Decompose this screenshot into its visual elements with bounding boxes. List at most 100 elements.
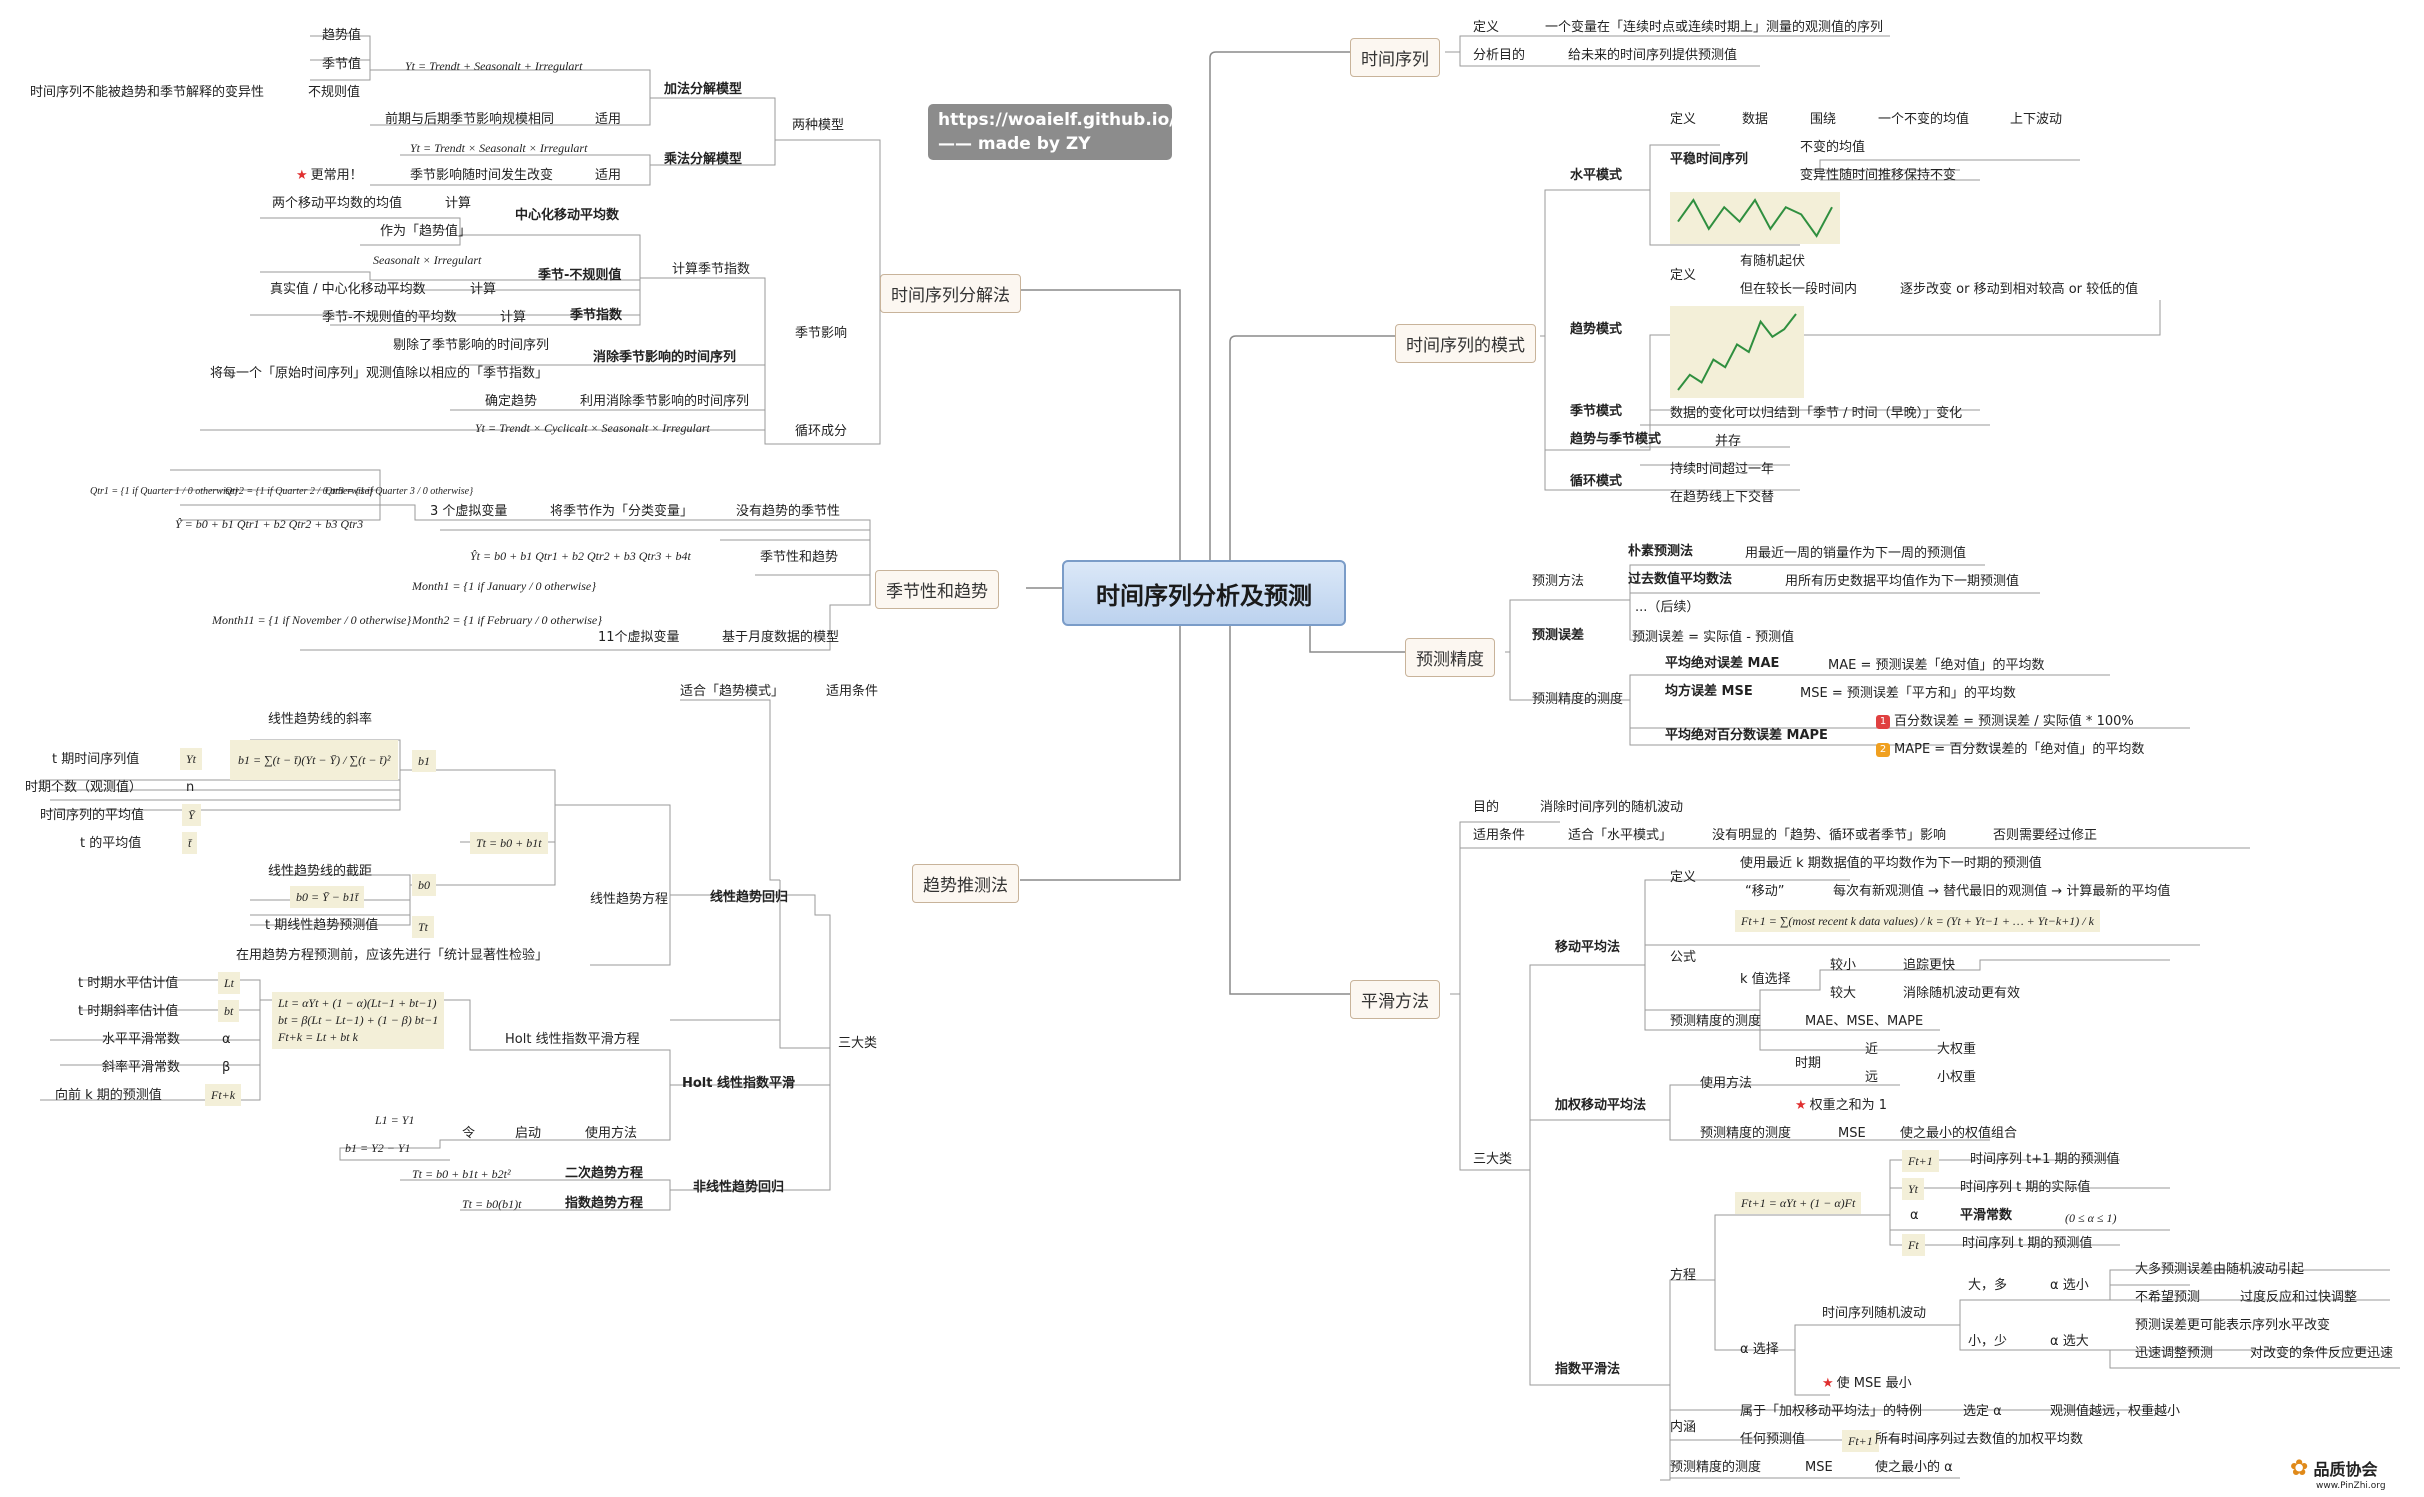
exponential-trend[interactable]: 指数趋势方程 <box>565 1196 644 1211</box>
tp-t3: 逐步改变 or 移动到相对较高 or 较低的值 <box>1900 282 2139 297</box>
stationary-series[interactable]: 平稳时间序列 <box>1670 152 1749 167</box>
topic-trend-projection[interactable]: 趋势推测法 <box>912 864 1019 903</box>
des2: 将每一个「原始时间序列」观测值除以相应的「季节指数」 <box>210 366 549 381</box>
topic-season-trend[interactable]: 季节性和趋势 <box>875 570 999 609</box>
smooth-cond-label: 适用条件 <box>1473 828 1526 843</box>
es-conn1: 属于「加权移动平均法」的特例 <box>1740 1404 1923 1419</box>
es-conn-label: 内涵 <box>1670 1420 1697 1435</box>
intercept-label: 线性趋势线的截距 <box>268 864 373 879</box>
season-irregular[interactable]: 季节-不规则值 <box>538 268 622 283</box>
tp-t2: 但在较长一段时间内 <box>1740 282 1858 297</box>
tbar-symbol: t̄ <box>182 832 198 854</box>
holt-eq-3: Ft+k = Lt + bt k <box>278 1030 358 1044</box>
des3: 利用消除季节影响的时间序列 <box>580 394 750 409</box>
topic-smoothing[interactable]: 平滑方法 <box>1350 980 1440 1019</box>
ma-small: 较小 <box>1830 958 1857 973</box>
smooth-cond3: 否则需要经过修正 <box>1993 828 2098 843</box>
exponential-smoothing[interactable]: 指数平滑法 <box>1555 1362 1621 1377</box>
es-a: α <box>1910 1208 1919 1223</box>
moving-average[interactable]: 移动平均法 <box>1555 940 1621 955</box>
ma-d2: 每次有新观测值 → 替代最旧的观测值 → 计算最新的平均值 <box>1833 884 2171 899</box>
topic-decomposition[interactable]: 时间序列分解法 <box>880 274 1021 313</box>
accuracy-measure: 预测精度的测度 <box>1532 692 1624 707</box>
topic-accuracy[interactable]: 预测精度 <box>1405 638 1495 677</box>
mul-use-label: 适用 <box>595 168 622 183</box>
cyclical-pattern[interactable]: 循环模式 <box>1570 474 1623 489</box>
season-index[interactable]: 季节指数 <box>570 308 623 323</box>
ma-small-desc: 追踪更快 <box>1903 958 1956 973</box>
si-desc: 真实值 / 中心化移动平均数 <box>270 282 426 297</box>
forecast-error[interactable]: 预测误差 <box>1532 628 1585 643</box>
es-b1: 大多预测误差由随机波动引起 <box>2135 1262 2305 1277</box>
qtr1-def: Qtr1 = {1 if Quarter 1 / 0 otherwise} <box>90 486 239 497</box>
topic-patterns[interactable]: 时间序列的模式 <box>1395 324 1536 363</box>
smooth-goal: 消除时间序列的随机波动 <box>1540 800 1684 815</box>
slope-eq: b1 = ∑(t − t̄)(Yt − Ȳ) / ∑(t − t̄)² <box>230 740 399 780</box>
centered-moving-average[interactable]: 中心化移动平均数 <box>515 208 620 223</box>
wma-far: 远 <box>1865 1070 1879 1085</box>
holt-equations: Lt = αYt + (1 − α)(Lt−1 + bt−1) bt = β(L… <box>272 992 445 1049</box>
smooth-three: 三大类 <box>1473 1152 1513 1167</box>
holt-smoothing[interactable]: Holt 线性指数平滑 <box>682 1076 796 1091</box>
horizontal-pattern[interactable]: 水平模式 <box>1570 168 1623 183</box>
trend-seasonal-pattern[interactable]: 趋势与季节模式 <box>1570 432 1662 447</box>
ma-d1: 使用最近 k 期数据值的平均数作为下一时期的预测值 <box>1740 856 2042 871</box>
multiplicative-model[interactable]: 乘法分解模型 <box>664 152 743 167</box>
es-mse: MSE <box>1805 1460 1833 1475</box>
additive-model[interactable]: 加法分解模型 <box>664 82 743 97</box>
ma-measure-label: 预测精度的测度 <box>1670 1014 1762 1029</box>
trend-series-line <box>1677 313 1797 391</box>
horizontal-series-line <box>1677 198 1833 238</box>
mse[interactable]: 均方误差 MSE <box>1665 684 1753 699</box>
sidx-desc: 季节-不规则值的平均数 <box>322 310 457 325</box>
n-symbol: n <box>186 780 195 795</box>
naive-method[interactable]: 朴素预测法 <box>1628 544 1694 559</box>
no-trend-seasonality: 没有趋势的季节性 <box>736 504 841 519</box>
ma-formula: Ft+1 = ∑(most recent k data values) / k … <box>1735 910 2100 932</box>
source-url: https://woaielf.github.io/ <box>938 110 1176 130</box>
wma-near-w: 大权重 <box>1937 1042 1977 1057</box>
past-average-method[interactable]: 过去数值平均数法 <box>1628 572 1733 587</box>
weighted-moving-average[interactable]: 加权移动平均法 <box>1555 1098 1647 1113</box>
central-topic[interactable]: 时间序列分析及预测 <box>1062 560 1346 626</box>
mae[interactable]: 平均绝对误差 MAE <box>1665 656 1780 671</box>
stationary-var: 变异性随时间推移保持不变 <box>1800 168 1957 183</box>
es-f: Ft <box>1902 1234 1925 1256</box>
quadratic-trend[interactable]: 二次趋势方程 <box>565 1166 644 1181</box>
es-b3: 过度反应和过快调整 <box>2240 1290 2358 1305</box>
es-small-a: α 选小 <box>2050 1278 2089 1293</box>
past-desc: 用所有历史数据平均值作为下一期预测值 <box>1785 574 2020 589</box>
dummy-3: 3 个虚拟变量 <box>430 504 508 519</box>
ts-def-label: 定义 <box>1473 20 1500 35</box>
es-a-desc: 平滑常数 <box>1960 1208 2013 1223</box>
topic-time-series[interactable]: 时间序列 <box>1350 38 1440 77</box>
des3-label: 确定趋势 <box>485 394 538 409</box>
mape[interactable]: 平均绝对百分数误差 MAPE <box>1665 728 1828 743</box>
bt-symbol: bt <box>218 1000 240 1022</box>
ma-large-desc: 消除随机波动更有效 <box>1903 986 2021 1001</box>
intercept-eq: b0 = Ȳ − b1t̄ <box>290 886 365 908</box>
mse-desc: MSE = 预测误差「平方和」的平均数 <box>1800 686 2016 701</box>
es-y-desc: 时间序列 t 期的实际值 <box>1960 1180 2091 1195</box>
nonlinear-trend[interactable]: 非线性趋势回归 <box>693 1180 785 1195</box>
st-eq: Ŷt = b0 + b1 Qtr1 + b2 Qtr2 + b3 Qtr3 + … <box>470 549 691 563</box>
deseasonalized-series[interactable]: 消除季节影响的时间序列 <box>593 350 737 365</box>
fk-symbol: Ft+k <box>205 1084 242 1106</box>
linear-trend-regression[interactable]: 线性趋势回归 <box>710 890 789 905</box>
es-min-mse-text: 使 MSE 最小 <box>1836 1376 1912 1391</box>
tp-t1: 有随机起伏 <box>1740 254 1806 269</box>
priority-1-icon: 1 <box>1876 714 1890 729</box>
ma-move: “移动” <box>1745 884 1785 899</box>
qtr3-def: Qtr3 = {1 if Quarter 3 / 0 otherwise} <box>325 486 474 497</box>
des1: 剔除了季节影响的时间序列 <box>393 338 550 353</box>
ma-large: 较大 <box>1830 986 1857 1001</box>
seasonal-pattern[interactable]: 季节模式 <box>1570 404 1623 419</box>
hp-mean: 一个不变的均值 <box>1878 112 1970 127</box>
trend-pattern[interactable]: 趋势模式 <box>1570 322 1623 337</box>
lt-symbol: Lt <box>218 972 241 994</box>
es-s2: 迅速调整预测 <box>2135 1346 2214 1361</box>
si-calc: 计算 <box>470 282 497 297</box>
